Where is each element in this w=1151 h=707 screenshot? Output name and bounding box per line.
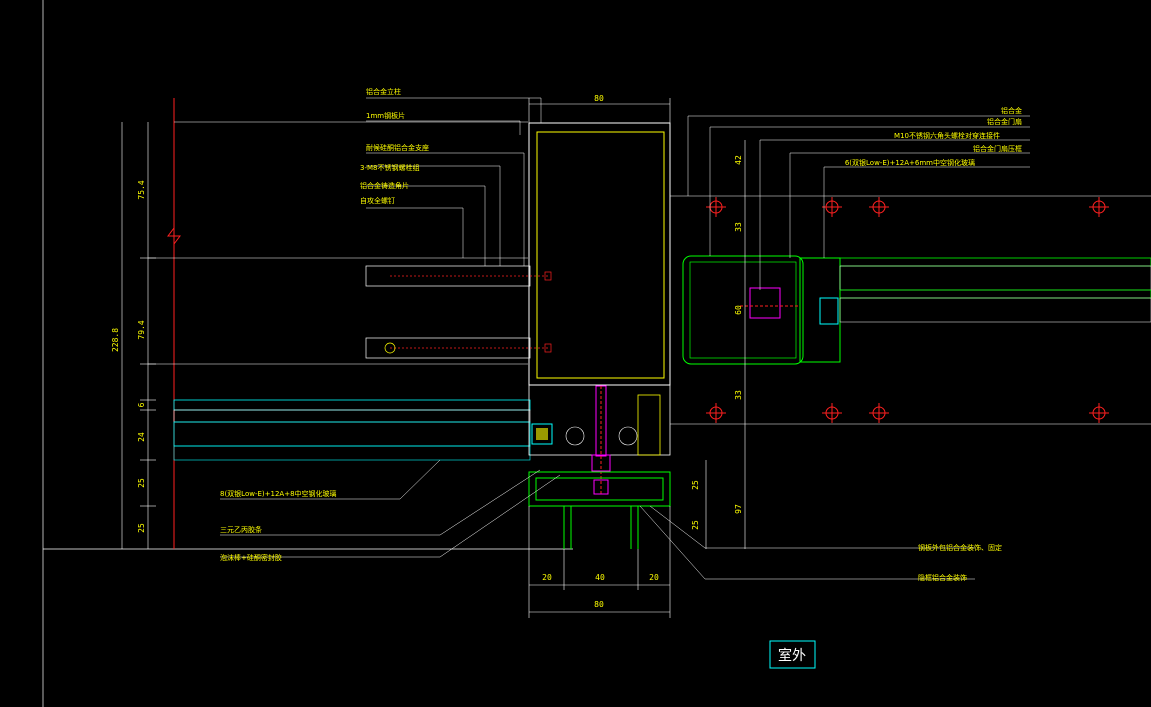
label-mullion: 铝合金立柱 — [366, 87, 401, 96]
dim-left-75: 75.4 — [137, 180, 146, 199]
label-screw: 自攻全螺钉 — [360, 196, 395, 205]
dim-mid-42: 42 — [734, 155, 743, 165]
label-door-leaf: 铝合金门扇 — [987, 117, 1022, 126]
dimension-texts: 80 80 20 40 20 75.4 79.4 6 24 25 25 228.… — [111, 94, 743, 609]
label-aluminum: 铝合金 — [1001, 106, 1022, 115]
dim-mid-33a: 33 — [734, 222, 743, 232]
label-hidden-frame: 隐框铝合金装饰 — [918, 573, 967, 582]
label-angle: 铝合金铸造角片 — [360, 181, 409, 190]
dim-left-79: 79.4 — [137, 320, 146, 339]
leader-lines — [220, 97, 1030, 580]
label-steel-plate: 1mm钢板片 — [366, 111, 405, 120]
dim-bottom-left: 20 — [542, 573, 552, 582]
label-m10-bolt: M10不锈钢六角头螺栓对穿连接件 — [894, 131, 1000, 140]
annotation-labels-left: 铝合金立柱 1mm钢板片 耐候硅酮铝合金支座 3-M8不锈钢螺栓组 铝合金铸造角… — [220, 87, 429, 562]
outside-tag: 室外 — [769, 640, 816, 669]
dim-bottom-mid: 40 — [595, 573, 605, 582]
dim-left-25a: 25 — [137, 478, 146, 488]
bolt-assembly-lower — [365, 337, 552, 359]
label-bolts: 3-M8不锈钢螺栓组 — [360, 163, 419, 172]
dim-mid-25a: 25 — [691, 480, 700, 490]
dim-top-width: 80 — [594, 94, 604, 103]
label-sealant: 泡沫棒+硅酮密封胶 — [220, 553, 282, 562]
label-glass-left: 8(双银Low-E)+12A+8中空钢化玻璃 — [220, 489, 337, 498]
dim-mid-97: 97 — [734, 504, 743, 514]
dim-left-24: 24 — [137, 432, 146, 442]
left-wall-glass — [148, 98, 553, 549]
dim-mid-60: 60 — [734, 305, 743, 315]
outside-tag-label: 室外 — [778, 647, 806, 664]
dim-mid-33b: 33 — [734, 390, 743, 400]
dim-left-total: 228.8 — [111, 328, 120, 352]
dim-bottom-width: 80 — [594, 600, 604, 609]
dim-left-25b: 25 — [137, 523, 146, 533]
annotation-labels-right: 铝合金 铝合金门扇 M10不锈钢六角头螺栓对穿连接件 铝合金门扇压框 6(双银L… — [845, 106, 1022, 582]
dimension-lines — [121, 98, 746, 618]
label-support: 耐候硅酮铝合金支座 — [366, 143, 429, 152]
label-gasket: 三元乙丙胶条 — [220, 525, 262, 534]
dim-bottom-right: 20 — [649, 573, 659, 582]
dim-mid-25b: 25 — [691, 520, 700, 530]
anchor-markers — [706, 197, 1109, 423]
label-steel-cover: 钢板外包铝合金装饰、固定 — [918, 543, 1002, 552]
label-door-frame: 铝合金门扇压框 — [973, 144, 1022, 153]
frame-lines — [42, 0, 573, 707]
bolt-assembly-upper — [365, 265, 552, 287]
bottom-profile — [528, 471, 671, 549]
label-glass-right: 6(双银Low-E)+12A+6mm中空钢化玻璃 — [845, 158, 975, 167]
door-frame-section — [670, 195, 1151, 425]
dim-left-6: 6 — [137, 402, 146, 407]
aluminum-mullion — [528, 122, 671, 496]
